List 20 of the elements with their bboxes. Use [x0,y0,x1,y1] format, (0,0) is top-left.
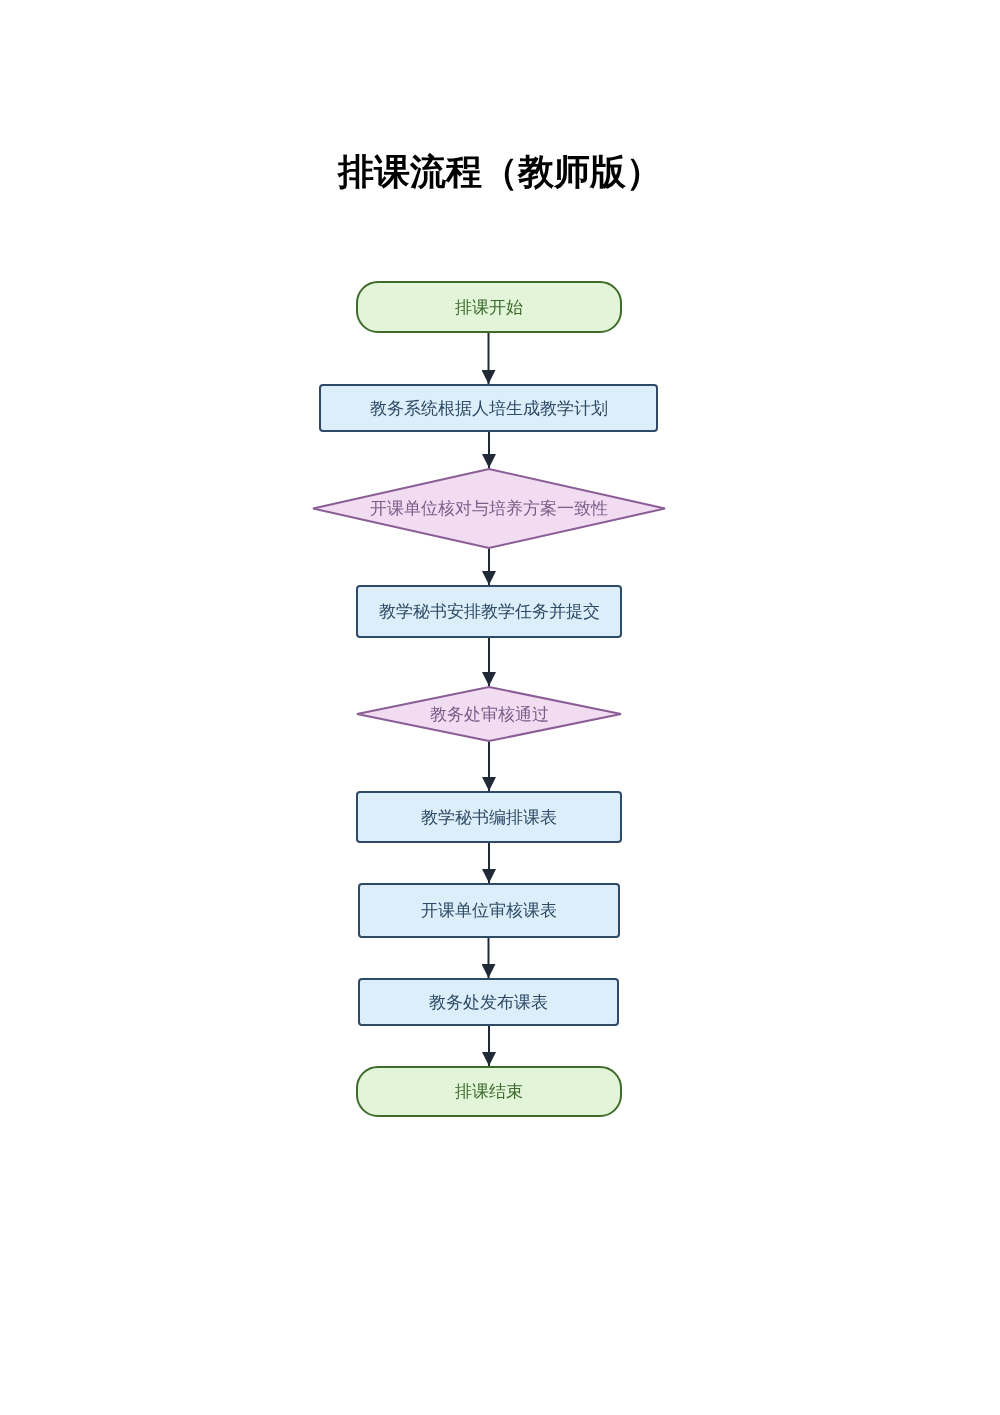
process-box: 教务系统根据人培生成教学计划 [319,384,658,432]
process-box: 开课单位审核课表 [358,883,620,938]
decision-diamond [356,686,622,742]
arrow [482,842,496,884]
process-box: 教学秘书编排课表 [356,791,622,843]
arrow [481,332,496,385]
decision-diamond [312,468,666,549]
title: 排课流程（教师版） [336,149,663,194]
process-box: 教务处发布课表 [358,978,619,1026]
arrow [481,937,496,979]
arrow [482,637,496,687]
decision-label: 教务处审核通过 [429,702,549,726]
terminal-box: 排课结束 [356,1066,622,1117]
decision-label: 开课单位核对与培养方案一致性 [370,497,608,520]
terminal-box: 排课开始 [356,281,622,333]
arrow [482,431,496,469]
arrow [482,548,496,586]
arrow [482,1025,496,1067]
arrow [482,741,496,792]
process-box: 教学秘书安排教学任务并提交 [356,585,622,638]
